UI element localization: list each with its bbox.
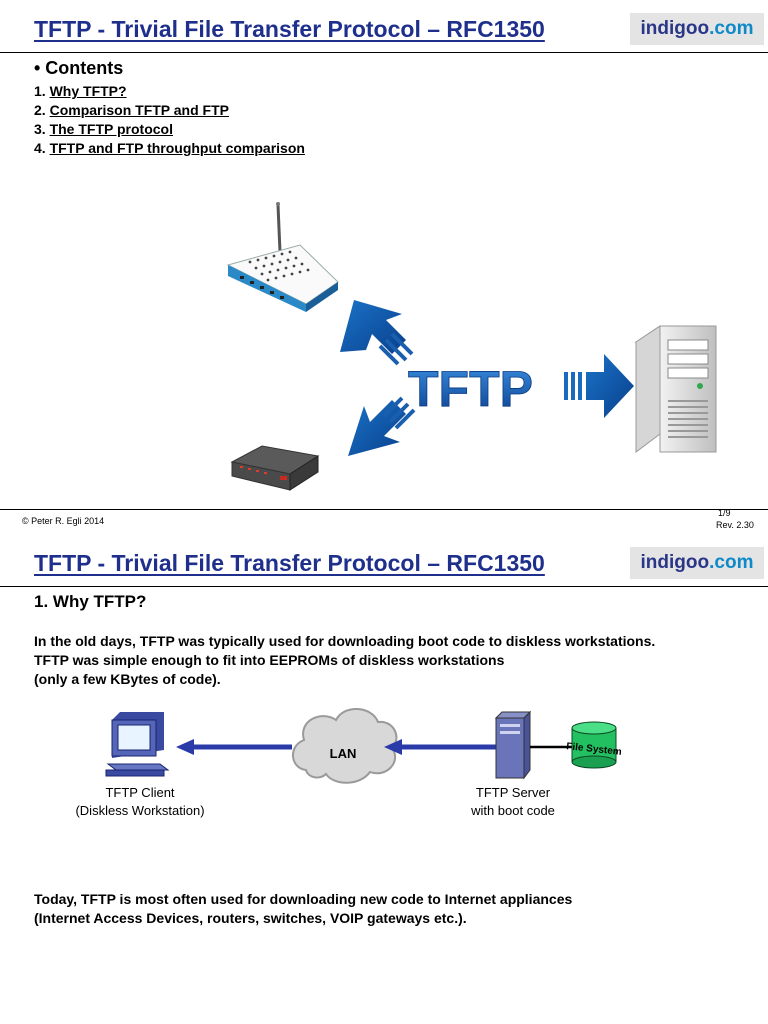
toc-link-why-tftp[interactable]: Why TFTP? xyxy=(49,83,127,99)
footer-revision: Rev. 2.30 xyxy=(716,520,754,530)
indigoo-logo: indigoo.com xyxy=(630,547,764,579)
label-line: TFTP Client xyxy=(105,785,175,800)
server-icon xyxy=(494,710,532,780)
paragraph-line: In the old days, TFTP was typically used… xyxy=(34,633,656,649)
workstation-icon xyxy=(105,712,170,777)
header-rule xyxy=(0,52,768,53)
toc-item: 4. TFTP and FTP throughput comparison xyxy=(34,140,305,156)
contents-heading: • Contents xyxy=(34,58,124,78)
table-of-contents: 1. Why TFTP? 2. Comparison TFTP and FTP … xyxy=(34,82,305,158)
label-line: TFTP Server xyxy=(475,785,551,800)
slide-title: TFTP - Trivial File Transfer Protocol – … xyxy=(34,550,545,576)
footer-copyright: © Peter R. Egli 2014 xyxy=(22,516,105,526)
label-line: (Diskless Workstation) xyxy=(75,803,205,818)
router-icon xyxy=(226,202,339,312)
arrow-to-modem-icon xyxy=(348,396,416,456)
paragraph-line: (Internet Access Devices, routers, switc… xyxy=(34,910,467,926)
today-paragraph: Today, TFTP is most often used for downl… xyxy=(34,890,572,928)
lan-cloud-icon xyxy=(292,708,398,784)
footer-page-number: 1/9 xyxy=(718,508,731,518)
toc-link-protocol[interactable]: The TFTP protocol xyxy=(49,121,173,137)
arrow-to-client-icon xyxy=(176,739,292,755)
toc-item: 3. The TFTP protocol xyxy=(34,121,173,137)
section-heading: 1. Why TFTP? xyxy=(34,592,147,611)
toc-item: 1. Why TFTP? xyxy=(34,83,127,99)
label-line: with boot code xyxy=(471,803,555,818)
file-system-storage-icon xyxy=(571,721,617,769)
toc-link-comparison[interactable]: Comparison TFTP and FTP xyxy=(49,102,229,118)
arrow-to-server-icon xyxy=(564,354,634,418)
paragraph-line: TFTP was simple enough to fit into EEPRO… xyxy=(34,652,505,668)
toc-link-throughput[interactable]: TFTP and FTP throughput comparison xyxy=(49,140,305,156)
modem-icon xyxy=(230,445,320,491)
indigoo-logo: indigoo.com xyxy=(630,13,764,45)
tftp-server-label: TFTP Server with boot code xyxy=(440,784,586,820)
tftp-label: TFTP xyxy=(408,361,533,417)
header-rule xyxy=(0,586,768,587)
arrow-to-cloud-icon xyxy=(384,739,496,755)
arrow-to-router-icon xyxy=(340,300,414,366)
toc-item: 2. Comparison TFTP and FTP xyxy=(34,102,229,118)
footer-rule xyxy=(0,509,768,510)
slide-title: TFTP - Trivial File Transfer Protocol – … xyxy=(34,16,545,42)
network-diagram: LAN File System xyxy=(105,708,622,784)
tftp-illustration: TFTP xyxy=(226,202,717,491)
lan-label: LAN xyxy=(330,746,357,761)
server-tower-icon xyxy=(634,325,717,453)
paragraph-line: (only a few KBytes of code). xyxy=(34,671,221,687)
intro-paragraph: In the old days, TFTP was typically used… xyxy=(34,632,655,689)
slide-2: TFTP - Trivial File Transfer Protocol – … xyxy=(0,534,768,1024)
paragraph-line: Today, TFTP is most often used for downl… xyxy=(34,891,573,907)
tftp-client-label: TFTP Client (Diskless Workstation) xyxy=(60,784,220,820)
slide-1: TFTP - Trivial File Transfer Protocol – … xyxy=(0,13,768,530)
